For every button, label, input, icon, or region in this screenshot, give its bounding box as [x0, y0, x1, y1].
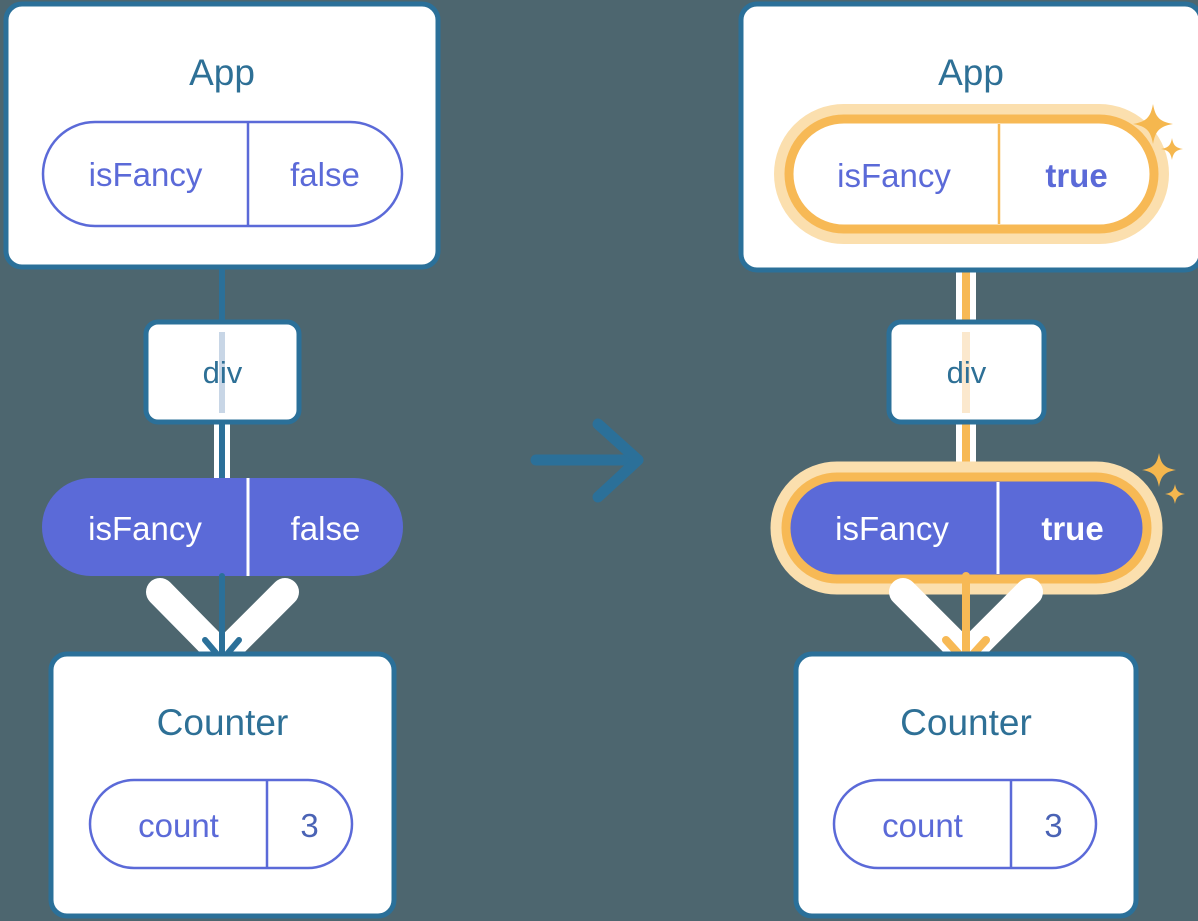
- sparkle-large-bottom-icon: [1142, 453, 1176, 487]
- transition-arrow-right-icon: [530, 418, 644, 503]
- right-counter-prop-pill: [832, 778, 1098, 870]
- sparkle-small-bottom-icon: [1165, 484, 1185, 504]
- right-div-box: [886, 319, 1047, 425]
- left-prop-pill-solid: [42, 478, 403, 576]
- left-counter-prop-pill: [88, 778, 354, 870]
- right-app-prop-pill-highlight: [774, 104, 1169, 244]
- left-blue-arrow: [202, 573, 242, 663]
- right-prop-pill-highlight: [770, 461, 1163, 595]
- left-app-prop-pill: [41, 120, 404, 228]
- left-div-box: [143, 319, 302, 425]
